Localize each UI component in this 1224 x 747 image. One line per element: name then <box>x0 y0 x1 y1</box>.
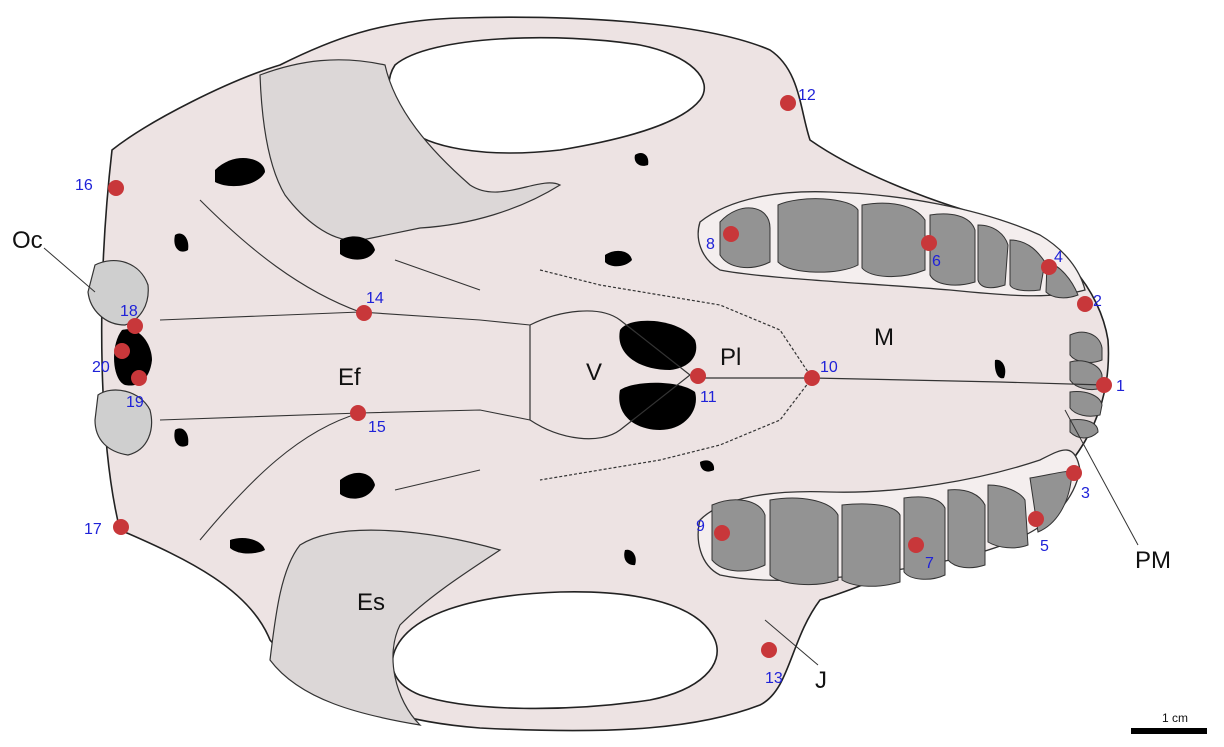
landmark-label-17: 17 <box>84 521 102 538</box>
landmark-label-11: 11 <box>700 389 717 406</box>
region-label-j: J <box>815 667 827 694</box>
landmark-label-18: 18 <box>120 303 138 320</box>
landmark-2 <box>1077 296 1093 312</box>
landmark-9 <box>714 525 730 541</box>
scale-bar-line <box>1131 728 1207 734</box>
landmark-19 <box>131 370 147 386</box>
landmark-label-13: 13 <box>765 670 783 687</box>
landmark-label-9: 9 <box>696 518 705 535</box>
landmark-11 <box>690 368 706 384</box>
landmark-5 <box>1028 511 1044 527</box>
landmark-label-15: 15 <box>368 419 386 436</box>
landmark-3 <box>1066 465 1082 481</box>
landmark-label-19: 19 <box>126 394 144 411</box>
leader-line-oc <box>44 248 95 292</box>
landmark-label-2: 2 <box>1093 293 1102 310</box>
region-label-es: Es <box>357 589 385 616</box>
landmark-label-20: 20 <box>92 359 110 376</box>
landmark-20 <box>114 343 130 359</box>
landmark-16 <box>108 180 124 196</box>
landmark-label-8: 8 <box>706 236 715 253</box>
landmark-label-6: 6 <box>932 253 941 270</box>
region-label-m: M <box>874 324 894 351</box>
occipital-upper <box>88 261 148 325</box>
landmark-12 <box>780 95 796 111</box>
landmark-label-14: 14 <box>366 290 384 307</box>
landmark-label-10: 10 <box>820 359 838 376</box>
region-label-v: V <box>586 359 602 386</box>
landmark-6 <box>921 235 937 251</box>
scale-bar-label: 1 cm <box>1162 711 1188 725</box>
landmark-label-1: 1 <box>1116 378 1125 395</box>
landmark-8 <box>723 226 739 242</box>
landmark-label-4: 4 <box>1054 249 1063 266</box>
landmark-10 <box>804 370 820 386</box>
region-label-pm: PM <box>1135 547 1171 574</box>
scale-bar: 1 cm <box>1131 711 1207 734</box>
landmark-18 <box>127 318 143 334</box>
landmark-label-3: 3 <box>1081 485 1090 502</box>
landmark-15 <box>350 405 366 421</box>
landmark-13 <box>761 642 777 658</box>
region-label-pl: Pl <box>720 344 741 371</box>
landmark-17 <box>113 519 129 535</box>
landmark-label-5: 5 <box>1040 538 1049 555</box>
landmark-label-7: 7 <box>925 555 934 572</box>
landmark-label-16: 16 <box>75 177 93 194</box>
landmark-label-12: 12 <box>798 87 816 104</box>
landmark-1 <box>1096 377 1112 393</box>
landmark-7 <box>908 537 924 553</box>
region-label-ef: Ef <box>338 364 361 391</box>
landmark-14 <box>356 305 372 321</box>
region-label-oc: Oc <box>12 227 43 254</box>
